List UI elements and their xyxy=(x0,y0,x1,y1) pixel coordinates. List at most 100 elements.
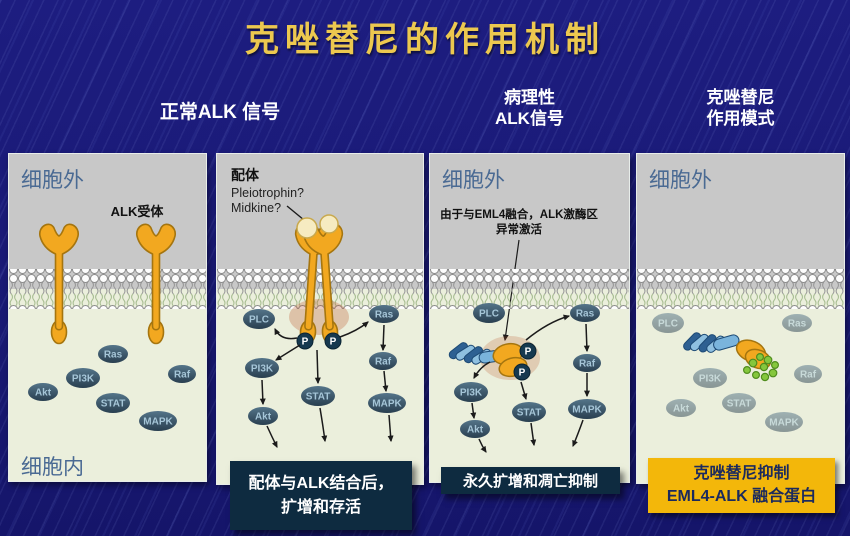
caption-ligand-line2: 扩增和存活 xyxy=(280,498,361,516)
ligand-candidate-1: Pleiotrophin? xyxy=(231,186,304,200)
svg-text:PI3K: PI3K xyxy=(460,388,483,399)
panel-normal-signalling: 细胞外 ALK受体 Ras PI3K Akt Raf xyxy=(8,153,207,482)
header-crizotinib-mode: 克唑替尼 作用模式 xyxy=(636,87,845,130)
svg-text:P: P xyxy=(302,337,309,348)
protein-node-raf: Raf xyxy=(168,365,196,383)
ligand-label: 配体 xyxy=(231,167,260,183)
svg-text:Ras: Ras xyxy=(375,310,394,321)
svg-text:P: P xyxy=(330,337,337,348)
header-pathological-line1: 病理性 xyxy=(504,88,555,107)
protein-node-pi3k: PI3K xyxy=(66,368,100,388)
phospho-p-right: P xyxy=(324,332,342,350)
svg-text:Akt: Akt xyxy=(467,425,484,436)
svg-text:Ras: Ras xyxy=(576,309,595,320)
caption-permanent-proliferation: 永久扩增和凋亡抑制 xyxy=(441,467,620,494)
intracellular-label: 细胞内 xyxy=(21,456,84,479)
protein-node-pi3k: PI3K xyxy=(454,382,488,402)
protein-node-raf: Raf xyxy=(369,352,397,370)
svg-text:STAT: STAT xyxy=(727,399,752,410)
protein-node-akt: Akt xyxy=(460,420,490,438)
protein-node-ras: Ras xyxy=(782,314,812,332)
panel-pathological-diagram: 细胞外 由于与EML4融合，ALK激酶区 异常激活 P P PLC xyxy=(430,154,629,482)
phospho-p-top: P xyxy=(519,342,537,360)
panel-ligand-signalling: 配体 Pleiotrophin? Midkine? P P PLC xyxy=(216,153,424,485)
svg-text:PLC: PLC xyxy=(658,319,678,330)
panel-crizotinib-diagram: 细胞外 PLC Ras PI3K Raf xyxy=(637,154,844,483)
activation-glow xyxy=(289,299,349,335)
crizotinib-molecule-cluster xyxy=(742,353,780,382)
header-crizotinib-line2: 作用模式 xyxy=(706,109,775,129)
protein-node-mapk: MAPK xyxy=(368,393,406,413)
protein-node-stat: STAT xyxy=(96,393,130,413)
svg-text:STAT: STAT xyxy=(517,408,542,419)
panel-pathological-signalling: 细胞外 由于与EML4融合，ALK激酶区 异常激活 P P PLC xyxy=(429,153,630,483)
protein-node-pi3k: PI3K xyxy=(693,368,727,388)
protein-node-plc: PLC xyxy=(243,309,275,329)
protein-node-plc: PLC xyxy=(652,313,684,333)
caption-ligand-line1: 配体与ALK结合后， xyxy=(248,475,394,493)
protein-node-stat: STAT xyxy=(301,386,335,406)
phospho-p-bottom: P xyxy=(513,363,531,381)
svg-text:MAPK: MAPK xyxy=(372,399,402,410)
protein-node-mapk: MAPK xyxy=(765,412,803,432)
panel-crizotinib-inhibition: 细胞外 PLC Ras PI3K Raf xyxy=(636,153,845,484)
svg-text:P: P xyxy=(525,347,532,358)
ligand-molecule-left xyxy=(296,217,318,239)
header-normal-alk: 正常ALK 信号 xyxy=(159,102,281,123)
protein-node-ras: Ras xyxy=(369,305,399,323)
protein-node-stat: STAT xyxy=(512,402,546,422)
svg-text:PI3K: PI3K xyxy=(699,374,722,385)
ligand-pointer-line xyxy=(286,205,305,221)
lipid-membrane xyxy=(637,269,844,309)
phospho-p-left: P xyxy=(296,332,314,350)
svg-text:PI3K: PI3K xyxy=(72,374,95,385)
slide-title: 克唑替尼的作用机制 xyxy=(245,21,605,59)
svg-text:PLC: PLC xyxy=(249,315,269,326)
extracellular-label: 细胞外 xyxy=(442,169,505,192)
alk-receptor-label: ALK受体 xyxy=(111,204,165,219)
panel-normal-diagram: 细胞外 ALK受体 Ras PI3K Akt Raf xyxy=(9,154,206,481)
svg-text:Raf: Raf xyxy=(174,370,191,381)
svg-text:Raf: Raf xyxy=(375,357,392,368)
protein-node-raf: Raf xyxy=(573,354,601,372)
ligand-candidate-2: Midkine? xyxy=(231,201,281,215)
protein-node-ras: Ras xyxy=(570,304,600,322)
protein-node-plc: PLC xyxy=(473,303,505,323)
svg-text:Akt: Akt xyxy=(255,412,272,423)
protein-node-pi3k: PI3K xyxy=(245,358,279,378)
protein-node-ras: Ras xyxy=(98,345,128,363)
svg-text:Ras: Ras xyxy=(788,319,807,330)
lipid-membrane xyxy=(9,269,206,309)
caption-crizotinib-line2: EML4-ALK 融合蛋白 xyxy=(666,487,817,505)
svg-text:Ras: Ras xyxy=(104,350,123,361)
signal-arrows xyxy=(259,321,394,448)
protein-node-mapk: MAPK xyxy=(568,399,606,419)
extracellular-region xyxy=(9,154,206,289)
fusion-note-line1: 由于与EML4融合，ALK激酶区 xyxy=(440,207,598,221)
signal-arrows xyxy=(470,314,590,453)
svg-text:MAPK: MAPK xyxy=(769,418,799,429)
svg-text:Raf: Raf xyxy=(579,359,596,370)
svg-text:MAPK: MAPK xyxy=(572,405,602,416)
svg-text:MAPK: MAPK xyxy=(143,417,173,428)
caption-crizotinib-inhibits: 克唑替尼抑制 EML4-ALK 融合蛋白 xyxy=(648,458,835,513)
svg-text:STAT: STAT xyxy=(306,392,331,403)
protein-node-raf: Raf xyxy=(794,365,822,383)
ligand-molecule-right xyxy=(319,214,339,234)
protein-node-akt: Akt xyxy=(28,383,58,401)
svg-text:Akt: Akt xyxy=(35,388,52,399)
header-pathological-alk: 病理性 ALK信号 xyxy=(429,87,630,130)
extracellular-label: 细胞外 xyxy=(21,169,84,192)
extracellular-label: 细胞外 xyxy=(649,169,712,192)
svg-text:Raf: Raf xyxy=(800,370,817,381)
protein-node-stat: STAT xyxy=(722,393,756,413)
caption-ligand-binding: 配体与ALK结合后， 扩增和存活 xyxy=(230,461,412,530)
svg-text:P: P xyxy=(519,368,526,379)
caption-permanent-text: 永久扩增和凋亡抑制 xyxy=(462,473,598,490)
protein-node-mapk: MAPK xyxy=(139,411,177,431)
protein-node-akt: Akt xyxy=(248,407,278,425)
protein-node-akt: Akt xyxy=(666,399,696,417)
lipid-membrane xyxy=(430,269,629,309)
svg-text:PLC: PLC xyxy=(479,309,499,320)
